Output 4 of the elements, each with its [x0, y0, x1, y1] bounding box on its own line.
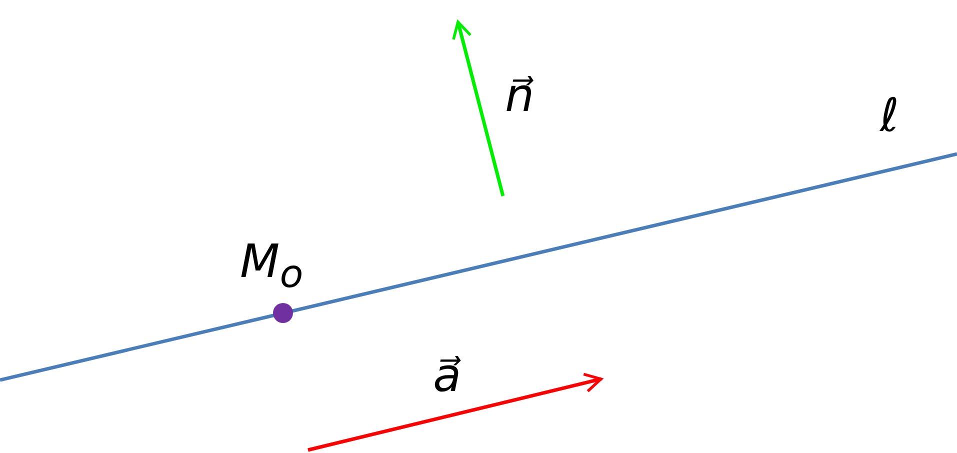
point-label: M$_{o}$	[240, 238, 304, 295]
vector-label: n⃗	[505, 72, 534, 118]
line-label: ℓ	[880, 92, 900, 138]
vector-label: a⃗	[433, 352, 462, 398]
